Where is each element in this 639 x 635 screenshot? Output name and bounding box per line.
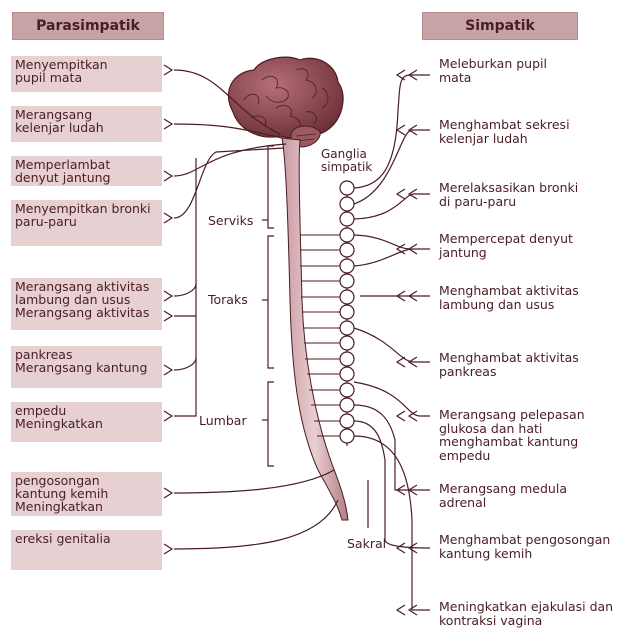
spinal-rami xyxy=(300,234,340,437)
sympathetic-arrows xyxy=(395,69,418,616)
sympathetic-header: Simpatik xyxy=(422,12,578,40)
symp-effect-bronchi: Merelaksasikan bronki di paru-paru xyxy=(439,180,579,209)
para-effect-bronchi: Menyempitkan bronki paru-paru xyxy=(11,200,162,246)
ganglia-chain xyxy=(339,180,355,446)
symp-effect-liver: Merangsang pelepasan glukosa dan hati me… xyxy=(439,407,585,463)
para-effect-saliva: Merangsang kelenjar ludah xyxy=(11,106,162,142)
para-effect-bladder: pengosongan kantung kemih Meningkatkan xyxy=(11,472,162,516)
region-label-sacral: Sakral xyxy=(347,536,387,551)
para-effect-heart: Memperlambat denyut jantung xyxy=(11,156,162,186)
sympathetic-pathways xyxy=(353,74,431,611)
para-effect-gallbladder: empedu Meningkatkan xyxy=(11,402,162,442)
para-effect-pupil: Menyempitkan pupil mata xyxy=(11,56,162,92)
region-label-thoracic: Toraks xyxy=(208,292,248,307)
region-brackets xyxy=(262,145,274,467)
region-label-lumbar: Lumbar xyxy=(199,413,247,428)
para-effect-pancreas: pankreas Merangsang kantung xyxy=(11,346,162,388)
symp-effect-adrenal: Merangsang medula adrenal xyxy=(439,481,567,510)
para-effect-stomach: Merangsang aktivitas lambung dan usus Me… xyxy=(11,278,162,330)
parasympathetic-header: Parasimpatik xyxy=(12,12,164,40)
symp-effect-pancreas: Menghambat aktivitas pankreas xyxy=(439,350,579,379)
symp-effect-saliva: Menghambat sekresi kelenjar ludah xyxy=(439,117,570,146)
region-label-cervical: Serviks xyxy=(208,213,254,228)
symp-effect-pupil: Meleburkan pupil mata xyxy=(439,56,547,85)
symp-effect-genital: Meningkatkan ejakulasi dan kontraksi vag… xyxy=(439,599,614,628)
brain xyxy=(228,56,344,148)
parasympathetic-pathways xyxy=(173,69,339,550)
para-effect-genitalia: ereksi genitalia xyxy=(11,530,162,570)
symp-effect-bladder: Menghambat pengosongan kantung kemih xyxy=(439,532,611,561)
spinal-cord xyxy=(281,137,349,521)
ganglia-label: Ganglia simpatik xyxy=(321,147,373,174)
symp-effect-stomach: Menghambat aktivitas lambung dan usus xyxy=(439,283,579,312)
symp-effect-heart: Mempercepat denyut jantung xyxy=(439,231,573,260)
